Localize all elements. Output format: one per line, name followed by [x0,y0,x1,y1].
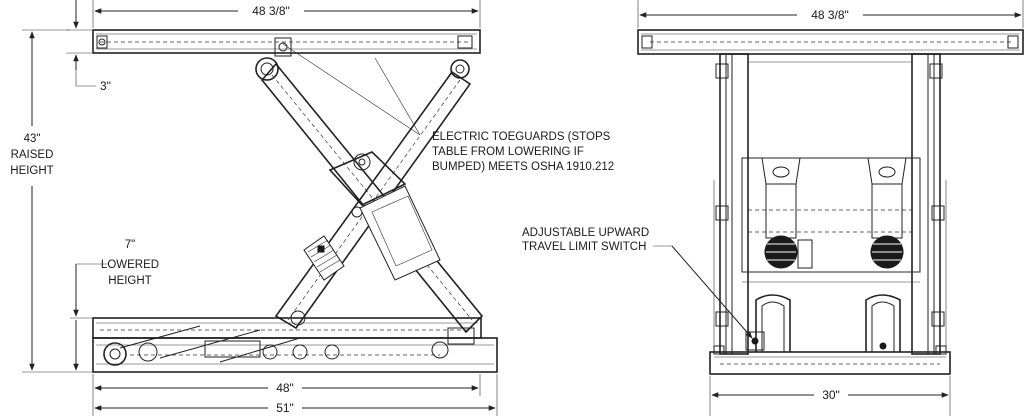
side-base-width-dimensions: 48" 51" [92,374,498,416]
side-pump-motor [303,235,345,281]
toeguard-callout: ELECTRIC TOEGUARDS (STOPS TABLE FROM LOW… [282,43,614,173]
base-inner-width-label: 48" [276,381,294,395]
front-platform [637,29,1024,55]
side-top-width-label: 48 3/8" [252,4,290,18]
side-view: 48 3/8" [10,0,614,416]
lowered-height-word1: LOWERED [101,259,159,271]
limit-switch-callout-line2: TRAVEL LIMIT SWITCH [522,241,646,253]
front-base-width-label: 30" [822,388,840,402]
side-raised-height-dimension: 43" RAISED HEIGHT [10,29,92,373]
side-platform-thickness-dimension: 3" [66,0,111,93]
front-top-width-dimension: 48 3/8" [637,0,1024,28]
raised-height-word1: RAISED [11,149,54,161]
toeguard-callout-line1: ELECTRIC TOEGUARDS (STOPS [432,131,611,143]
front-base-width-dimension: 30" [709,376,951,416]
front-lower-rollers [755,294,901,352]
side-platform [92,29,481,57]
raised-height-value: 43" [24,133,41,145]
side-top-width-dimension: 48 3/8" [92,0,481,28]
front-base [709,351,951,375]
base-outer-width-label: 51" [276,401,294,415]
front-top-width-label: 48 3/8" [811,8,849,22]
side-top-roller [255,57,279,81]
side-scissor-arms [260,62,484,334]
front-view: 48 3/8" [522,0,1024,416]
side-base-frame [92,317,498,373]
toeguard-callout-line2: TABLE FROM LOWERING IF [432,146,584,158]
raised-height-word2: HEIGHT [10,165,53,177]
front-left-cylinder [761,157,813,269]
side-platform-thickness-label: 3" [100,79,111,93]
toeguard-callout-line3: BUMPED) MEETS OSHA 1910.212 [432,161,614,173]
side-lowered-height-dimension: 7" LOWERED HEIGHT [70,239,159,371]
limit-switch-callout-line1: ADJUSTABLE UPWARD [522,227,649,239]
lowered-height-value: 7" [125,239,135,251]
limit-switch-callout: ADJUSTABLE UPWARD TRAVEL LIMIT SWITCH [522,227,753,339]
front-scissor-columns [713,53,947,355]
front-right-cylinder [867,157,907,269]
limit-switch [745,331,765,351]
lowered-height-word2: HEIGHT [108,275,151,287]
